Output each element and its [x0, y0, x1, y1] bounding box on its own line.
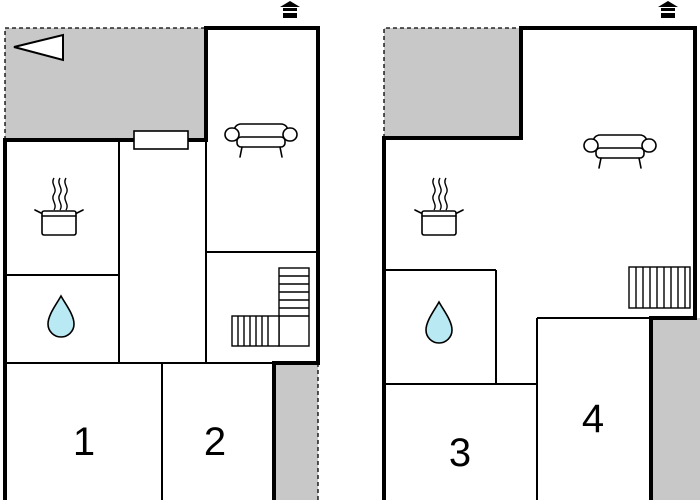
- water-drop-icon: [47, 294, 75, 338]
- left-west-wall: [3, 138, 208, 500]
- water-drop-icon-2: [425, 300, 453, 344]
- left-outer-wall: [204, 26, 320, 500]
- room-number-4: 4: [582, 397, 604, 441]
- sofa-icon-2: [583, 134, 657, 169]
- staircase-icon: [231, 267, 310, 347]
- terrace-right-strip-2: [651, 318, 700, 500]
- terrace-right-strip: [274, 363, 318, 500]
- north-arrow-icon: [13, 33, 64, 62]
- right-floor: 3 4: [382, 1, 700, 500]
- terrace-top-right-floor: [384, 28, 521, 138]
- terrace-top-right-floor-border: [383, 27, 521, 138]
- staircase-icon-2: [628, 266, 691, 309]
- cooking-pot-icon-2: [414, 177, 464, 236]
- room-number-2: 2: [204, 420, 226, 464]
- room-number-3: 3: [449, 431, 471, 475]
- cooking-pot-icon: [34, 177, 84, 236]
- entrance-door-icon-2: [658, 1, 678, 18]
- room-number-1: 1: [73, 420, 95, 464]
- right-outer-wall: [382, 26, 697, 500]
- terrace-top-left-border: [4, 27, 206, 140]
- window: [133, 130, 189, 150]
- sofa-icon: [224, 123, 298, 158]
- left-floor: 1 2: [3, 1, 320, 500]
- entrance-door-icon: [280, 1, 300, 18]
